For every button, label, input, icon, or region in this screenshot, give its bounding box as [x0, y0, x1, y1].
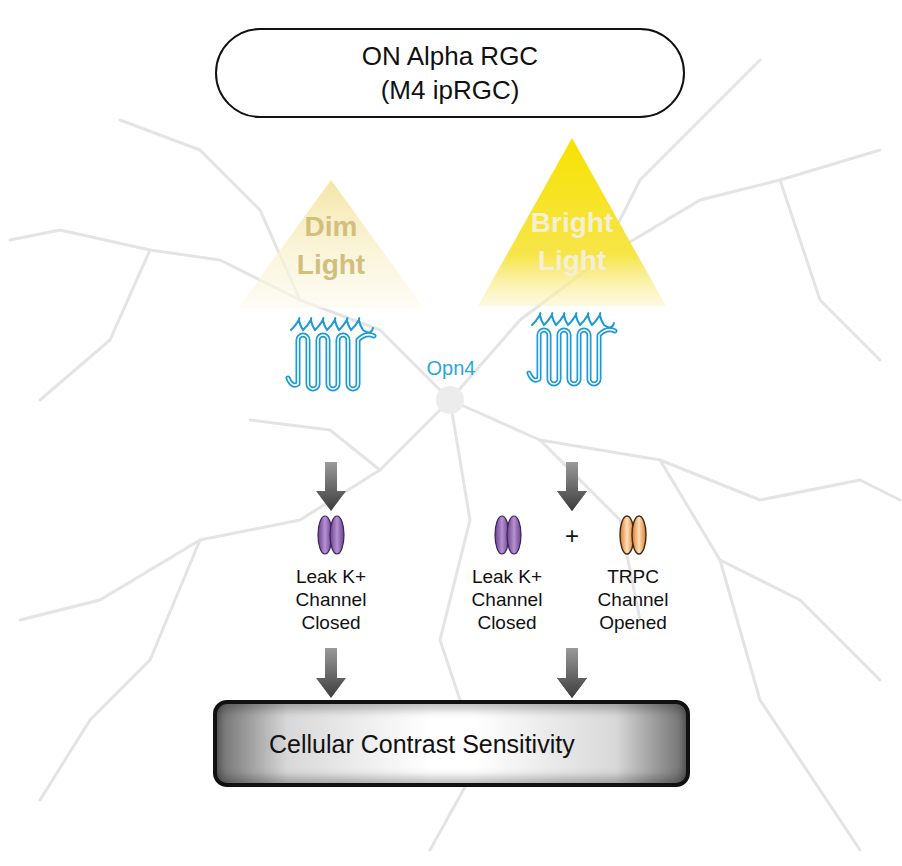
leak-channel-icon — [495, 516, 521, 554]
outcome-text: Cellular Contrast Sensitivity — [269, 729, 575, 759]
leak-channel-icon — [318, 516, 344, 554]
channel-label: TRPC Channel Opened — [568, 566, 698, 642]
trpc-channel-icon — [620, 516, 646, 554]
light-triangle: Dim Light — [238, 180, 424, 308]
title-text: (M4 ipRGC) — [381, 73, 520, 107]
flow-arrow — [316, 462, 346, 511]
opsin-icon — [529, 313, 615, 384]
triangle-shape — [238, 180, 424, 308]
light-label: Bright Light — [512, 204, 632, 280]
light-label: Dim Light — [276, 208, 386, 284]
title-box: ON Alpha RGC(M4 ipRGC) — [215, 28, 685, 118]
flow-arrow — [557, 462, 587, 511]
flow-arrow — [557, 462, 587, 511]
plus-sign: + — [565, 522, 579, 550]
light-triangle: Bright Light — [478, 138, 666, 306]
result-bar: Cellular Contrast Sensitivity — [213, 700, 690, 787]
flow-arrow — [557, 648, 587, 698]
opsin-icon — [288, 318, 374, 389]
channel-text: Leak K+ Channel Closed — [451, 566, 563, 634]
channel-text: TRPC Channel Opened — [577, 566, 689, 634]
channel-label: Leak K+ Channel Closed — [442, 566, 572, 642]
flow-arrow — [557, 648, 587, 698]
flow-arrow — [316, 648, 346, 698]
opsin-icon — [288, 313, 615, 389]
channel-label: Leak K+ Channel Closed — [266, 566, 396, 642]
channel-text: Leak K+ Channel Closed — [275, 566, 387, 634]
protein-label: Opn4 — [427, 357, 476, 380]
title-text: ON Alpha RGC — [362, 39, 538, 73]
